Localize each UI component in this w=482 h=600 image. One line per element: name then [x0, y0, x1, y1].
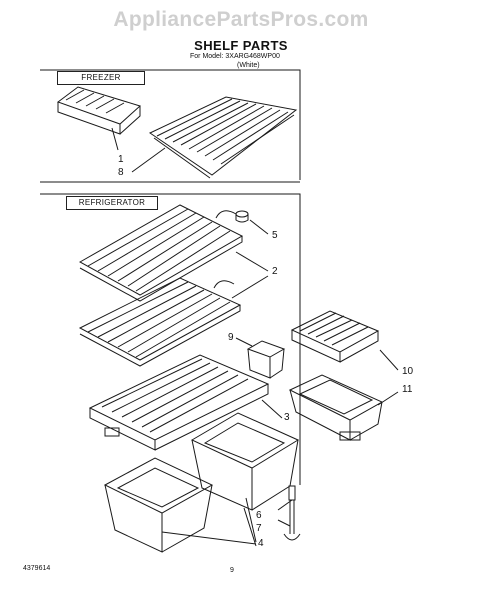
refrigerator-frame [40, 193, 301, 485]
model-line: For Model: 3XARG468WP00 [190, 53, 280, 60]
shelf-bracket-drawing [235, 210, 249, 223]
crisper-cover-drawing [88, 354, 270, 451]
page-title: SHELF PARTS [194, 38, 288, 53]
crisper-drawer-right-drawing [190, 412, 300, 511]
watermark-logo: AppliancePartsPros.com [113, 8, 369, 31]
meat-pan-drawing [288, 374, 384, 441]
refrigerator-section-label: REFRIGERATOR [66, 196, 158, 210]
document-part-number: 4379614 [23, 565, 51, 572]
callout-7: 7 [256, 523, 262, 534]
color-line: (White) [237, 62, 260, 69]
callout-11: 11 [402, 384, 413, 395]
callout-10: 10 [402, 366, 414, 377]
drawer-cover-drawing [290, 310, 380, 363]
page-number: 9 [230, 567, 234, 574]
refrigerator-shelf-lower-drawing [78, 277, 242, 367]
callout-2: 2 [272, 266, 278, 277]
freezer-frame [40, 69, 301, 180]
freezer-shelf-drawing [148, 96, 298, 179]
refrigerator-shelf-upper-drawing [78, 204, 244, 302]
crisper-drawer-left-drawing [103, 457, 214, 553]
callout-4: 4 [258, 538, 264, 549]
callout-8: 8 [118, 167, 124, 178]
callout-6: 6 [256, 510, 262, 521]
utility-bin-drawing [246, 340, 286, 379]
callout-9: 9 [228, 332, 234, 343]
bottle-retainer-drawing [283, 485, 301, 541]
ice-tray-drawing [56, 86, 141, 135]
callout-3: 3 [284, 412, 290, 423]
callout-5: 5 [272, 230, 278, 241]
callout-1: 1 [118, 154, 124, 165]
freezer-section-label: FREEZER [57, 71, 145, 85]
leader-lines [111, 127, 399, 547]
